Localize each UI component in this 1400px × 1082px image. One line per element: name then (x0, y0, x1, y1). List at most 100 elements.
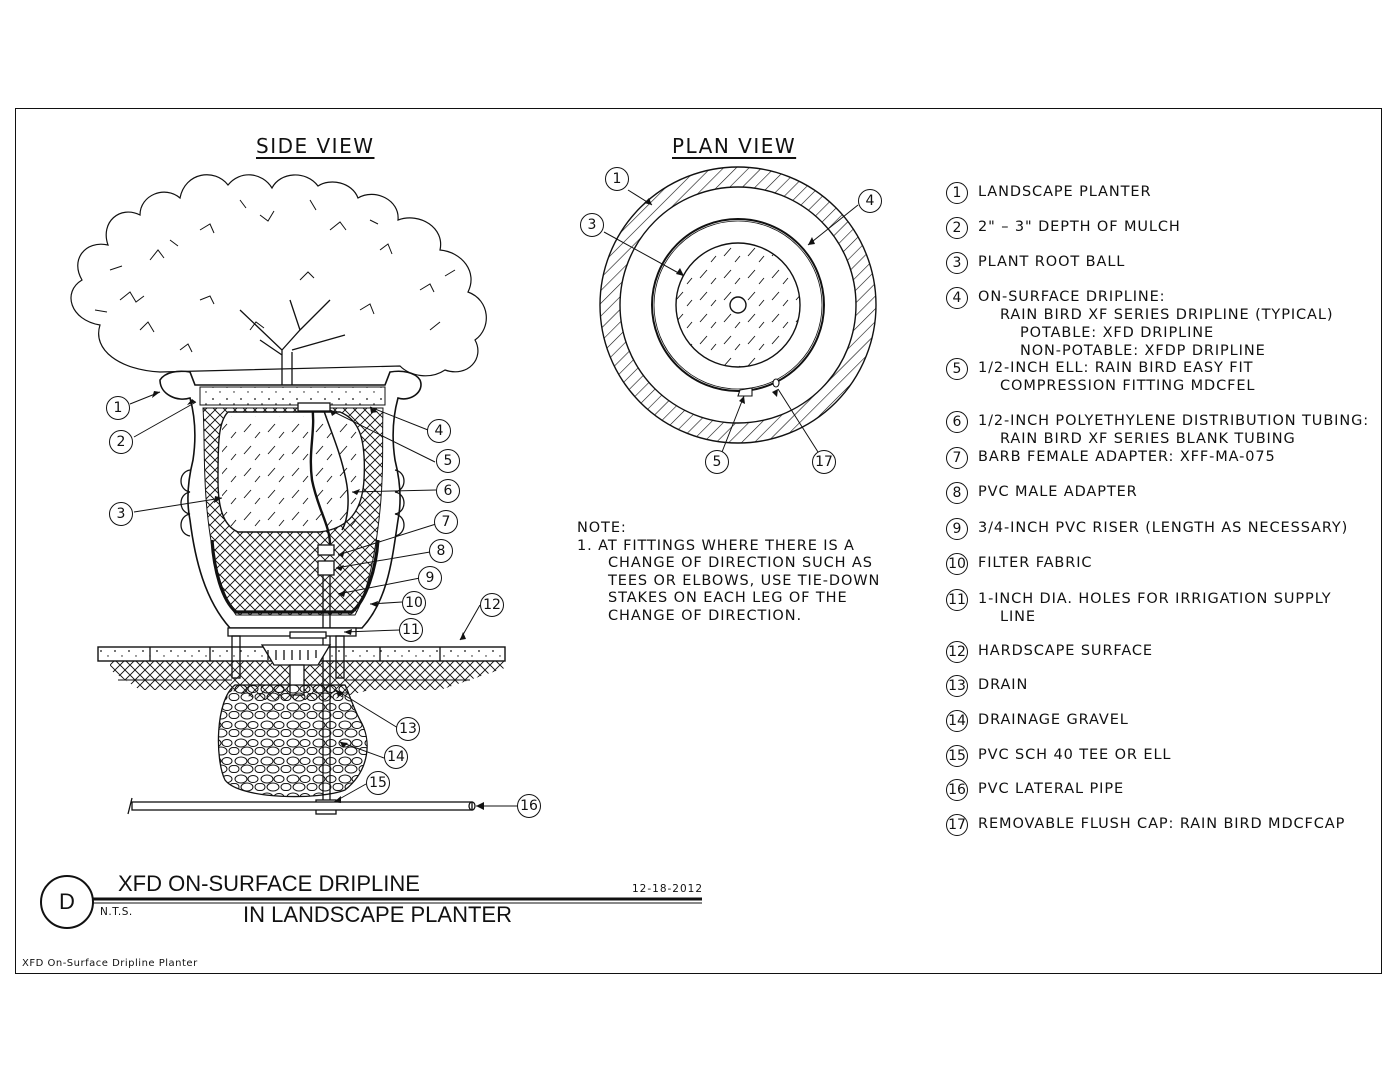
legend-text: DRAINAGE GRAVEL (978, 712, 1129, 728)
legend-number: 7 (946, 447, 968, 469)
title-line-1: XFD ON-SURFACE DRIPLINE (118, 871, 420, 896)
legend-text: 1/2-INCH POLYETHYLENE DISTRIBUTION TUBIN… (978, 413, 1370, 429)
legend-number: 16 (946, 779, 968, 801)
plan-view-title: PLAN VIEW (672, 134, 797, 158)
legend-number: 8 (946, 482, 968, 504)
legend-number: 10 (946, 553, 968, 575)
drain (260, 644, 332, 666)
legend-text: BARB FEMALE ADAPTER: XFF-MA-075 (978, 449, 1276, 465)
plan-callout-3: 3 (580, 213, 604, 237)
legend-subtext: RAIN BIRD XF SERIES BLANK TUBING (1000, 431, 1296, 447)
callout-11: 11 (399, 618, 423, 642)
legend-number: 2 (946, 217, 968, 239)
legend-item-4: 4 ON-SURFACE DRIPLINE: RAIN BIRD XF SERIES… (946, 287, 1334, 360)
detail-letter-badge: D (40, 875, 94, 929)
legend-text: PVC MALE ADAPTER (978, 484, 1138, 500)
legend-item-9: 9 3/4-INCH PVC RISER (LENGTH AS NECESSARY… (946, 518, 1349, 540)
plan-callout-1: 1 (605, 167, 629, 191)
callout-8: 8 (429, 539, 453, 563)
callout-16: 16 (517, 794, 541, 818)
legend-text: 2" – 3" DEPTH OF MULCH (978, 219, 1181, 235)
legend-subtext: COMPRESSION FITTING MDCFEL (1000, 378, 1256, 394)
callout-12: 12 (480, 593, 504, 617)
note-line-1: 1. AT FITTINGS WHERE THERE IS A CHANGE O… (577, 537, 881, 624)
callout-15: 15 (366, 771, 390, 795)
legend-subtext: RAIN BIRD XF SERIES DRIPLINE (TYPICAL) (1000, 307, 1334, 323)
legend-text: FILTER FABRIC (978, 555, 1093, 571)
side-view-title: SIDE VIEW (256, 134, 375, 158)
legend-item-11: 11 1-INCH DIA. HOLES FOR IRRIGATION SUPPL… (946, 589, 1332, 626)
legend-number: 13 (946, 675, 968, 697)
legend-text: LANDSCAPE PLANTER (978, 184, 1152, 200)
legend-text: 1/2-INCH ELL: RAIN BIRD EASY FIT (978, 360, 1254, 376)
legend-text: REMOVABLE FLUSH CAP: RAIN BIRD MDCFCAP (978, 816, 1346, 832)
plan-callout-4: 4 (858, 189, 882, 213)
callout-3: 3 (109, 502, 133, 526)
legend-item-13: 13 DRAIN (946, 675, 1029, 697)
callout-7: 7 (434, 510, 458, 534)
legend-text: PLANT ROOT BALL (978, 254, 1126, 270)
plan-callout-5: 5 (705, 450, 729, 474)
legend-item-17: 17 REMOVABLE FLUSH CAP: RAIN BIRD MDCFCAP (946, 814, 1346, 836)
legend-text: PVC SCH 40 TEE OR ELL (978, 747, 1172, 763)
legend-item-7: 7 BARB FEMALE ADAPTER: XFF-MA-075 (946, 447, 1276, 469)
plan-view (599, 166, 877, 453)
legend-item-5: 5 1/2-INCH ELL: RAIN BIRD EASY FIT COMPRES… (946, 358, 1256, 395)
note-heading: NOTE: (577, 520, 627, 536)
callout-14: 14 (384, 745, 408, 769)
legend-number: 1 (946, 182, 968, 204)
note-block: NOTE: 1. AT FITTINGS WHERE THERE IS A CH… (577, 520, 897, 625)
planter-outline (159, 370, 422, 629)
legend-item-15: 15 PVC SCH 40 TEE OR ELL (946, 745, 1172, 767)
callout-10: 10 (402, 591, 426, 615)
legend-number: 5 (946, 358, 968, 380)
legend-number: 15 (946, 745, 968, 767)
legend-item-8: 8 PVC MALE ADAPTER (946, 482, 1138, 504)
plant-trunk (239, 299, 346, 385)
date-label: 12-18-2012 (632, 883, 704, 895)
side-view (70, 174, 518, 815)
legend-number: 12 (946, 641, 968, 663)
callout-6: 6 (436, 479, 460, 503)
drainage-gravel (217, 684, 368, 798)
legend-number: 6 (946, 411, 968, 433)
legend-item-1: 1 LANDSCAPE PLANTER (946, 182, 1152, 204)
scale-label: N.T.S. (100, 906, 133, 918)
legend-item-16: 16 PVC LATERAL PIPE (946, 779, 1125, 801)
callout-2: 2 (109, 430, 133, 454)
lateral-pipe (131, 801, 473, 811)
legend-item-2: 2 2" – 3" DEPTH OF MULCH (946, 217, 1181, 239)
callout-1: 1 (106, 396, 130, 420)
legend-item-10: 10 FILTER FABRIC (946, 553, 1093, 575)
callout-4: 4 (427, 419, 451, 443)
plan-callout-17: 17 (812, 450, 836, 474)
legend-number: 4 (946, 287, 968, 309)
legend-item-6: 6 1/2-INCH POLYETHYLENE DISTRIBUTION TUBI… (946, 411, 1370, 448)
callout-13: 13 (396, 717, 420, 741)
legend-item-14: 14 DRAINAGE GRAVEL (946, 710, 1129, 732)
callout-9: 9 (418, 566, 442, 590)
drawing-border (15, 108, 1382, 974)
legend-number: 9 (946, 518, 968, 540)
legend-number: 11 (946, 589, 968, 611)
legend-text: 3/4-INCH PVC RISER (LENGTH AS NECESSARY) (978, 520, 1349, 536)
plant-canopy (70, 174, 487, 377)
legend-text: PVC LATERAL PIPE (978, 781, 1125, 797)
dripline-ring (651, 218, 825, 392)
legend-text: ON-SURFACE DRIPLINE: (978, 289, 1166, 305)
legend-subtext: NON-POTABLE: XFDP DRIPLINE (1020, 343, 1266, 359)
legend-number: 17 (946, 814, 968, 836)
legend-text: DRAIN (978, 677, 1029, 693)
title-line-2: IN LANDSCAPE PLANTER (243, 902, 512, 927)
legend-item-12: 12 HARDSCAPE SURFACE (946, 641, 1153, 663)
legend-subtext: LINE (1000, 609, 1036, 625)
dripline-tubing (309, 404, 332, 546)
callout-5: 5 (436, 449, 460, 473)
legend-number: 3 (946, 252, 968, 274)
legend-text: HARDSCAPE SURFACE (978, 643, 1153, 659)
legend-number: 14 (946, 710, 968, 732)
file-name-label: XFD On-Surface Dripline Planter (22, 958, 198, 969)
legend-item-3: 3 PLANT ROOT BALL (946, 252, 1126, 274)
legend-text: 1-INCH DIA. HOLES FOR IRRIGATION SUPPLY (978, 591, 1332, 607)
